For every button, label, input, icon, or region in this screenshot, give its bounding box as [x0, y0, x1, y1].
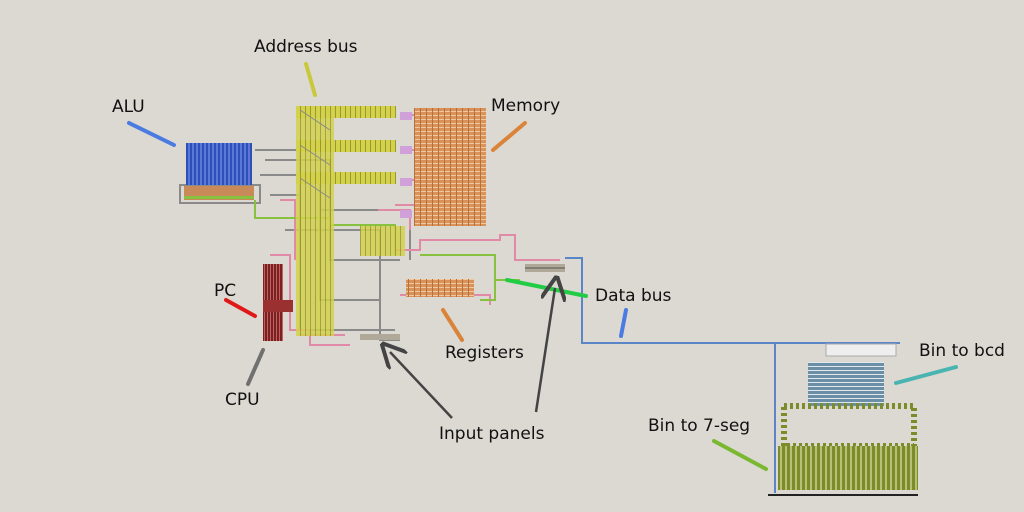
address-bus-label: Address bus [254, 37, 358, 57]
input-panels-label: Input panels [439, 424, 545, 444]
pc-block [263, 264, 293, 341]
cpu-label: CPU [225, 390, 260, 410]
registers-block [406, 279, 474, 297]
bin-to-7seg-label: Bin to 7-seg [648, 416, 750, 436]
input-panels-arrow-left [390, 352, 453, 419]
data-bus-lines [565, 257, 900, 493]
bin-to-7seg-pointer [712, 439, 768, 471]
pc-label: PC [214, 281, 236, 301]
input-panels-arrow-right [534, 288, 555, 413]
registers-pointer [441, 308, 464, 342]
pc-pointer [224, 298, 257, 318]
bin-to-bcd-block [808, 343, 897, 406]
data-bus-pointer-green [505, 278, 588, 298]
address-bus-pointer [304, 62, 317, 97]
registers-label: Registers [445, 343, 524, 363]
bin-to-bcd-pointer [894, 365, 958, 385]
data-bus-label: Data bus [595, 286, 672, 306]
data-bus-pointer-blue [619, 308, 628, 338]
alu-block [184, 143, 254, 200]
bin-to-bcd-label: Bin to bcd [919, 341, 1005, 361]
input-panel-block [360, 264, 565, 340]
cpu-pointer [246, 348, 265, 386]
memory-block [400, 108, 486, 226]
memory-label: Memory [491, 96, 560, 116]
address-bus-block [296, 106, 405, 336]
alu-label: ALU [112, 97, 145, 117]
alu-pointer [127, 121, 176, 147]
memory-pointer [491, 121, 527, 152]
bin-to-7seg-block [768, 403, 918, 496]
